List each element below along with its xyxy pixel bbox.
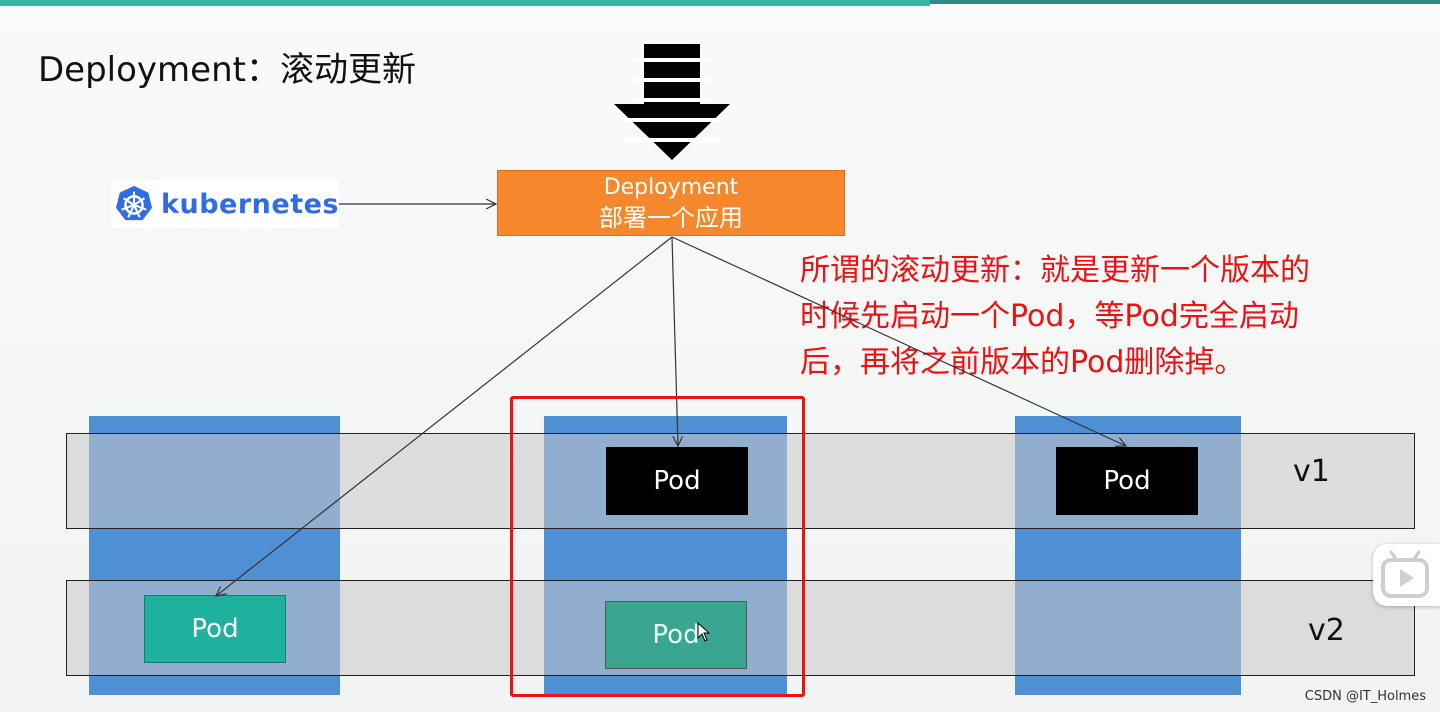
- top-accent-bar: [0, 0, 930, 6]
- deployment-box-title: Deployment: [603, 175, 739, 200]
- pod-v2-node-2: Pod: [605, 601, 747, 669]
- pod-v1-node-3: Pod: [1056, 447, 1198, 515]
- note-line-1: 所谓的滚动更新：就是更新一个版本的: [800, 253, 1310, 288]
- deployment-box-subtitle: 部署一个应用: [599, 204, 743, 232]
- version-label-v2: v2: [1308, 613, 1345, 648]
- version-label-v1: v1: [1293, 454, 1330, 489]
- pod-v2-node-1: Pod: [144, 595, 286, 663]
- top-accent-bar-right: [930, 0, 1440, 4]
- kubernetes-wheel-icon: [115, 185, 153, 221]
- video-play-button[interactable]: [1373, 544, 1440, 606]
- kubernetes-logo-text: kubernetes: [161, 188, 339, 220]
- rolling-update-note: 所谓的滚动更新：就是更新一个版本的 时候先启动一个Pod，等Pod完全启动 后，…: [800, 248, 1380, 386]
- note-line-3: 后，再将之前版本的Pod删除掉。: [800, 345, 1245, 380]
- down-arrow-icon: [614, 44, 730, 160]
- rolling-update-highlight: [510, 396, 805, 697]
- deployment-box: Deployment 部署一个应用: [497, 170, 845, 236]
- slide-title: Deployment：滚动更新: [38, 50, 416, 90]
- play-icon: [1381, 550, 1429, 598]
- kubernetes-logo: kubernetes: [111, 180, 339, 228]
- note-line-2: 时候先启动一个Pod，等Pod完全启动: [800, 299, 1299, 334]
- mouse-cursor-icon: [697, 622, 711, 642]
- csdn-watermark: CSDN @IT_Holmes: [1304, 689, 1426, 704]
